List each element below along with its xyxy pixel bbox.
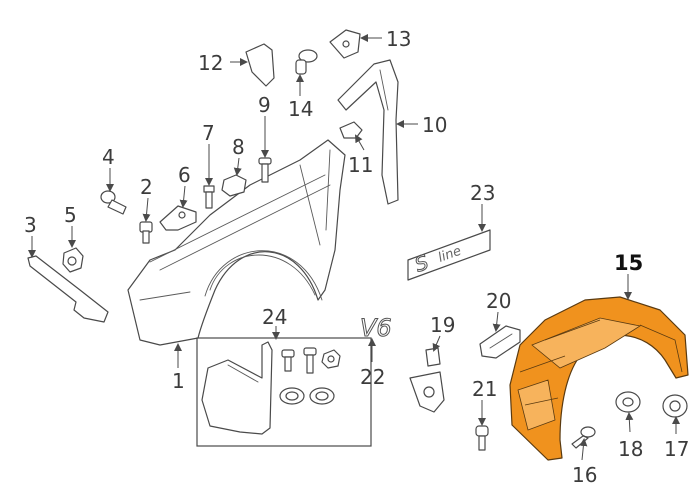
mud-flap-ridge [227, 364, 259, 383]
clip-8[interactable] [221, 174, 247, 197]
screw-21[interactable] [475, 425, 489, 451]
callout-8: 8 [232, 135, 245, 159]
callout-19: 19 [430, 313, 455, 337]
liner-edge [639, 324, 683, 373]
mud-flap-kit-24[interactable] [196, 337, 372, 447]
callout-11: 11 [348, 153, 373, 177]
leader-19 [432, 335, 441, 352]
callout-22: 22 [360, 365, 385, 389]
callout-13: 13 [386, 27, 411, 51]
leader-6 [179, 185, 188, 208]
kit-box [196, 337, 372, 447]
callout-20: 20 [486, 289, 511, 313]
callout-9: 9 [258, 93, 271, 117]
bracket-19[interactable] [409, 347, 445, 413]
leader-20 [492, 311, 501, 332]
callout-12: 12 [198, 51, 223, 75]
callout-23: 23 [470, 181, 495, 205]
bolt-4[interactable] [100, 190, 127, 215]
nut-5[interactable] [62, 247, 84, 273]
leader-lines [28, 34, 680, 461]
callout-15: 15 [614, 251, 643, 275]
callout-3: 3 [24, 213, 37, 237]
bracket-12[interactable] [245, 43, 275, 87]
leader-8 [233, 157, 242, 176]
strip-part[interactable] [27, 255, 109, 323]
callout-2: 2 [140, 175, 153, 199]
screw-9[interactable] [258, 157, 272, 183]
bolt-2[interactable] [139, 221, 153, 244]
leader-16 [579, 438, 588, 461]
callout-18: 18 [618, 437, 643, 461]
nut-17[interactable] [662, 394, 688, 418]
liner-detail-lower [517, 379, 556, 431]
callout-5: 5 [64, 203, 77, 227]
bracket-13[interactable] [329, 29, 361, 59]
callout-4: 4 [102, 145, 115, 169]
liner-detail-upper [531, 317, 642, 369]
callout-7: 7 [202, 121, 215, 145]
wheelhouse-liner-15[interactable] [509, 296, 689, 461]
rivet-7[interactable] [203, 185, 215, 209]
clip-11[interactable] [339, 121, 363, 139]
callout-6: 6 [178, 163, 191, 187]
mud-flap [201, 341, 273, 435]
kit-fasteners [279, 347, 341, 405]
washer-18[interactable] [615, 391, 641, 413]
fender-part[interactable] [127, 139, 346, 346]
trim-10[interactable] [337, 59, 399, 205]
callout-21: 21 [472, 377, 497, 401]
clip-14[interactable] [295, 49, 318, 75]
callout-1: 1 [172, 369, 185, 393]
liner-ribs [519, 319, 601, 406]
callout-14: 14 [288, 97, 313, 121]
callout-16: 16 [572, 463, 597, 487]
bracket-6[interactable] [159, 205, 197, 231]
bracket-20[interactable] [479, 325, 521, 359]
callout-24: 24 [262, 305, 287, 329]
callout-10: 10 [422, 113, 447, 137]
leader-18 [625, 412, 634, 433]
badge-line-text: line [436, 244, 463, 266]
callout-17: 17 [664, 437, 689, 461]
leader-11 [355, 134, 365, 151]
callouts: 1 2 3 4 5 6 7 8 9 10 11 12 13 14 15 16 1… [24, 27, 689, 487]
badge-23[interactable]: S line [407, 229, 491, 281]
leader-2 [142, 197, 151, 222]
